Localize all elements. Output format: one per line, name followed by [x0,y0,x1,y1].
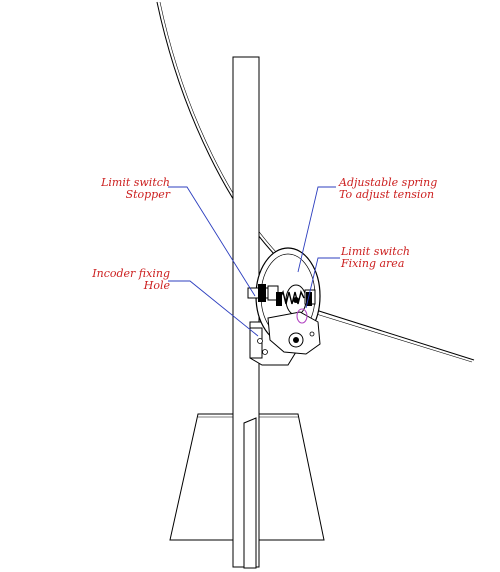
label-adjustable-spring: Adjustable spring To adjust tension [339,177,437,201]
label-adjustable-spring-line2: To adjust tension [339,188,435,201]
label-limit-switch-fixing-line1: Limit switch [341,245,410,258]
leader-stopper [168,186,256,297]
leader-fixing [305,257,340,309]
label-encoder-fixing-line2: Hole [143,279,170,292]
curved-arm [156,1,291,271]
tension-wire-2 [299,308,473,363]
mount-hole-1 [257,338,263,344]
mount-hole-2 [262,349,268,355]
label-limit-switch-fixing: Limit switch Fixing area [341,246,410,270]
label-limit-switch-stopper-line2: Stopper [125,188,170,201]
front-fin [243,417,257,569]
label-encoder-fixing: Incoder fixing Hole [70,268,170,292]
label-limit-switch-fixing-line2: Fixing area [341,257,405,270]
label-adjustable-spring-line1: Adjustable spring [339,176,438,189]
stopper-nut [258,284,266,302]
fixing-area-marker [296,308,308,324]
encoder-nut-inner [293,337,299,343]
spring [279,289,305,305]
curved-arm-outer [159,1,293,269]
leader-spring [297,186,336,273]
label-encoder-fixing-line1: Incoder fixing [92,267,170,280]
label-limit-switch-stopper: Limit switch Stopper [88,177,170,201]
tension-wire [299,304,475,361]
leader-encoder [168,280,259,337]
mount-hole-3 [309,331,315,337]
spring-nuts [276,292,312,306]
label-limit-switch-stopper-line1: Limit switch [101,176,170,189]
